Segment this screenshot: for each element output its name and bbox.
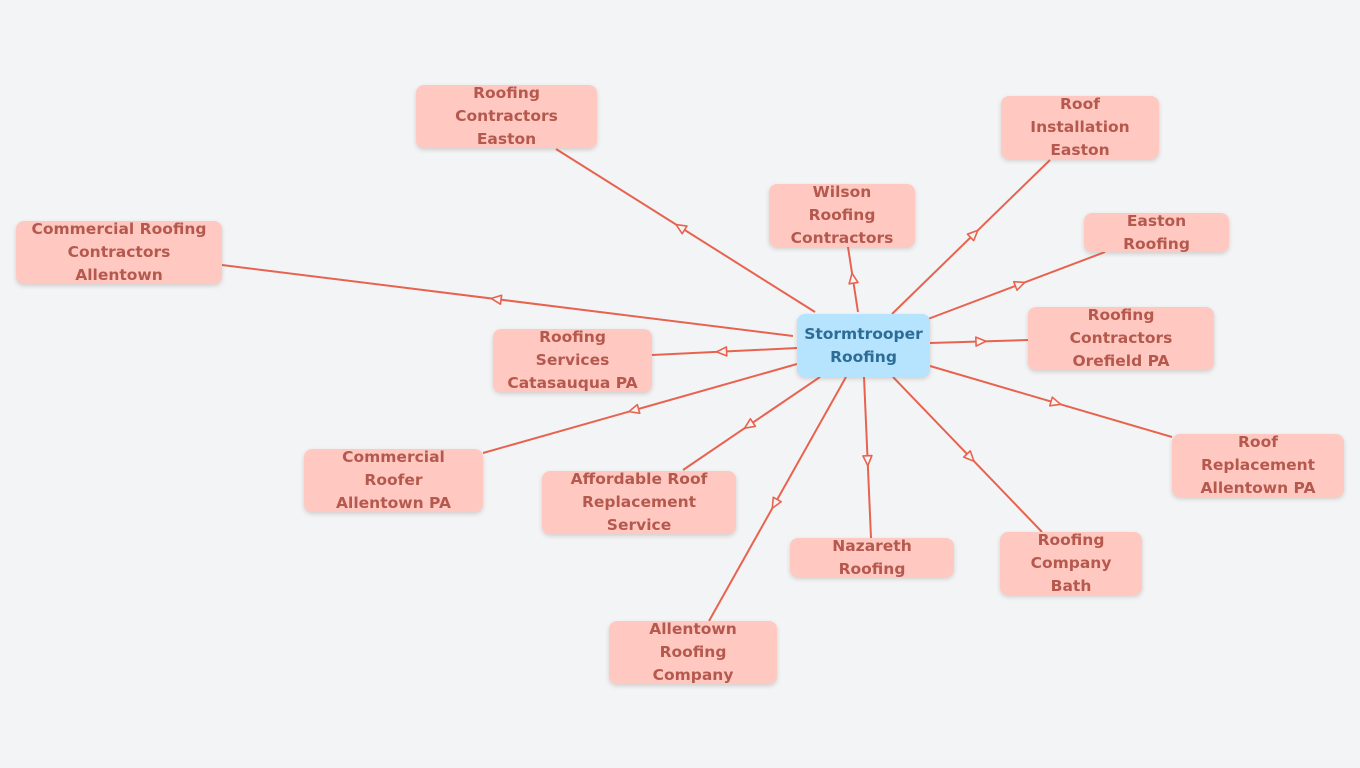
node-roof-replacement-allentown-pa[interactable]: Roof Replacement Allentown PA (1172, 433, 1344, 497)
node-roof-installation-easton[interactable]: Roof Installation Easton (1001, 95, 1159, 159)
edge-line-0 (555, 148, 816, 313)
edge-arrow-12 (1048, 396, 1062, 407)
node-roofing-contractors-easton[interactable]: Roofing Contractors Easton (416, 84, 597, 148)
node-easton-roofing[interactable]: Easton Roofing (1084, 212, 1229, 253)
edge-line-7 (482, 363, 798, 454)
node-wilson-roofing-contractors[interactable]: Wilson Roofing Contractors (769, 183, 915, 247)
node-roofing-contractors-orefield-pa[interactable]: Roofing Contractors Orefield PA (1028, 306, 1214, 370)
root-node[interactable]: Stormtrooper Roofing (797, 314, 930, 377)
edge-arrow-1 (490, 294, 503, 305)
edge-arrow-4 (1012, 280, 1026, 291)
node-allentown-roofing-company[interactable]: Allentown Roofing Company (609, 620, 777, 684)
edge-arrow-5 (975, 336, 987, 347)
node-commercial-roofer-allentown-pa[interactable]: Commercial Roofer Allentown PA (304, 448, 483, 512)
edge-arrow-8 (743, 418, 757, 429)
edge-arrow-2 (848, 272, 859, 285)
node-commercial-roofing-contractors-allentown[interactable]: Commercial Roofing Contractors Allentown (16, 220, 222, 284)
edge-arrow-10 (862, 454, 873, 467)
edge-arrow-0 (675, 223, 688, 235)
node-roofing-services-catasauqua-pa[interactable]: Roofing Services Catasauqua PA (493, 328, 652, 392)
node-affordable-roof-replacement-service[interactable]: Affordable Roof Replacement Service (542, 470, 736, 534)
edge-arrow-6 (715, 346, 728, 357)
edge-line-1 (221, 264, 794, 337)
node-roofing-company-bath[interactable]: Roofing Company Bath (1000, 531, 1142, 595)
edge-arrow-3 (966, 229, 979, 242)
edge-arrow-11 (962, 450, 975, 463)
node-nazareth-roofing[interactable]: Nazareth Roofing (790, 537, 954, 578)
edge-arrow-7 (628, 403, 641, 415)
edge-arrow-9 (771, 496, 782, 510)
